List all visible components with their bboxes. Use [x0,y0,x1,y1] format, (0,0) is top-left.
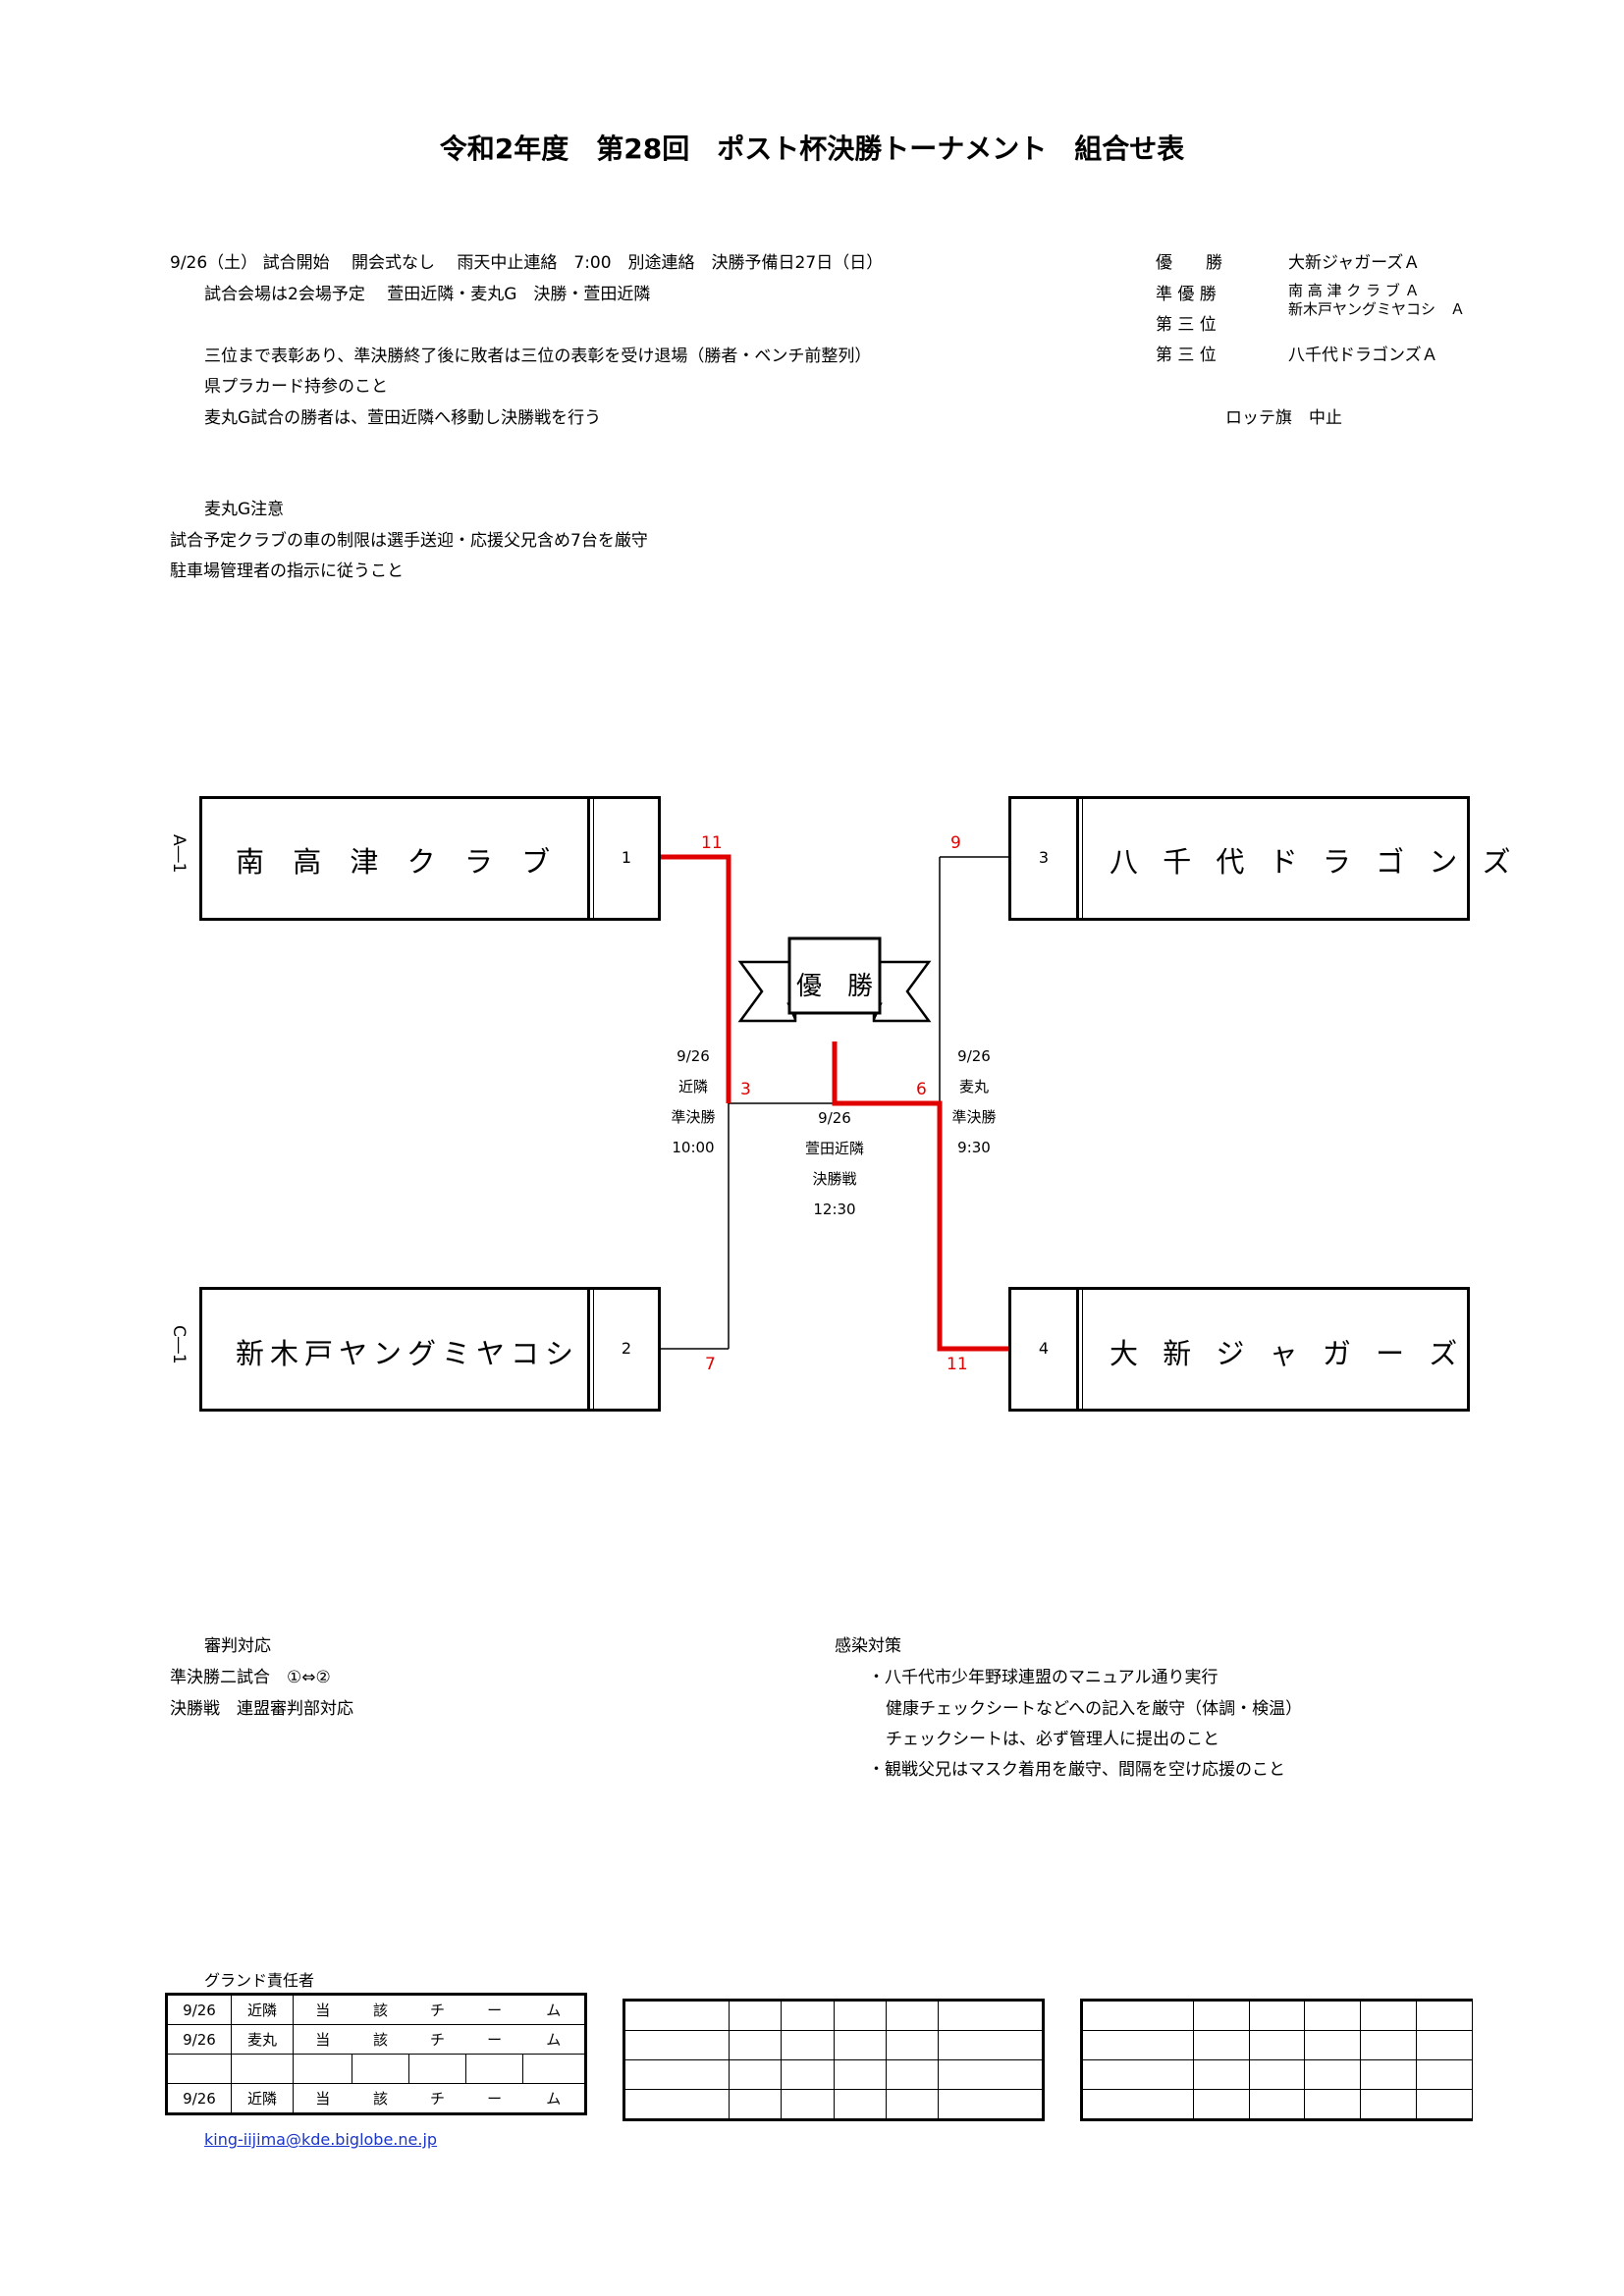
team-box-4 [1008,1287,1470,1412]
seed-1: 1 [621,848,632,867]
seed-3: 3 [1038,848,1050,867]
team-name-4: 大 新 ジ ャ ガ ー ズ [1110,1337,1466,1370]
score-semi-right: 6 [916,1080,927,1099]
contact-email-link[interactable]: king-iijima@kde.biglobe.ne.jp [204,2130,438,2149]
semi-right-round: 準決勝 [951,1108,997,1126]
semi-left-venue: 近隣 [677,1078,708,1095]
result-label-champion: 優 勝 [1156,253,1222,273]
seed-2: 2 [621,1339,632,1358]
champion-label: 優 勝 [795,972,873,1001]
referee-semi: 準決勝二試合 ①⇔② [170,1668,331,1687]
result-label-third-2: 第 三 位 [1156,346,1217,365]
seed-4: 4 [1038,1339,1050,1358]
team-box-1-divider [587,798,590,919]
team-box-1 [199,796,661,921]
semi-left-round: 準決勝 [671,1108,716,1126]
score-team1: 11 [701,833,723,853]
note-move: 麦丸G試合の勝者は、萱田近隣へ移動し決勝戦を行う [204,408,602,428]
page-title: 令和2年度 第28回 ポスト杯決勝トーナメント 組合せ表 [439,133,1185,165]
note-parking: 駐車場管理者の指示に従うこと [170,561,404,581]
referee-final: 決勝戦 連盟審判部対応 [170,1699,353,1719]
final-info: 9/26 萱田近隣 決勝戦 12:30 [785,1103,884,1225]
empty-grid-right [1080,1999,1473,2121]
result-label-runnerup: 準 優 勝 [1156,285,1217,304]
note-schedule: 9/26（土） 試合開始 開会式なし 雨天中止連絡 7:00 別途連絡 決勝予備… [170,253,884,273]
table-row [166,2054,586,2084]
score-team4: 11 [947,1355,968,1374]
score-team3: 9 [950,833,961,853]
bracket-win-left [660,854,731,1103]
team-box-4-divider [1076,1289,1079,1410]
bracket-win-right [832,1041,1008,1352]
team-box-2-divider [587,1289,590,1410]
team-name-2: 新木戸ヤングミヤコシ [236,1337,580,1370]
referee-title: 審判対応 [204,1636,271,1656]
score-team2: 7 [705,1355,716,1374]
side-label-a1: A―1 [169,834,189,874]
note-venues: 試合会場は2会場予定 萱田近隣・麦丸G 決勝・萱田近隣 [204,285,651,304]
team-box-2 [199,1287,661,1412]
result-label-third-1: 第 三 位 [1156,315,1217,335]
semi-right-date: 9/26 [957,1047,991,1065]
final-date: 9/26 [818,1109,851,1127]
lotte-flag-note: ロッテ旗 中止 [1225,408,1342,428]
infection-health-check: 健康チェックシートなどへの記入を厳守（体調・検温） [886,1699,1303,1719]
infection-title: 感染対策 [835,1636,901,1656]
infection-submit-sheet: チェックシートは、必ず管理人に提出のこと [886,1730,1219,1749]
infection-masks: ・観戦父兄はマスク着用を厳守、間隔を空け応援のこと [868,1760,1285,1780]
result-team-third-2: 八千代ドラゴンズＡ [1288,346,1438,365]
final-venue: 萱田近隣 [804,1140,864,1157]
note-placard: 県プラカード持参のこと [204,377,388,397]
result-team-champion: 大新ジャガーズＡ [1288,253,1421,273]
semi-right-info: 9/26 麦丸 準決勝 9:30 [935,1041,1013,1163]
team-box-3 [1008,796,1470,921]
note-awards: 三位まで表彰あり、準決勝終了後に敗者は三位の表彰を受け退場（勝者・ベンチ前整列） [204,347,872,366]
semi-left-info: 9/26 近隣 準決勝 10:00 [654,1041,732,1163]
infection-manual: ・八千代市少年野球連盟のマニュアル通り実行 [868,1668,1218,1687]
team-name-3: 八 千 代 ド ラ ゴ ン ズ [1110,845,1519,879]
ground-title: グランド責任者 [204,1971,315,1990]
ground-table: 9/26 近隣 当 該 チ ー ム 9/26 麦丸 当 該 チ ー ム 9/26… [165,1993,587,2115]
table-row: 9/26 近隣 当 該 チ ー ム [166,1994,586,2025]
result-team-runnerup: 南 高 津 ク ラ ブ Ａ [1288,282,1420,299]
final-time: 12:30 [813,1201,856,1218]
team-name-1: 南 高 津 ク ラ ブ [236,845,561,879]
team-box-3-divider [1076,798,1079,919]
final-round: 決勝戦 [812,1170,857,1188]
score-semi-left: 3 [740,1080,751,1099]
semi-right-time: 9:30 [957,1139,991,1156]
semi-left-date: 9/26 [677,1047,710,1065]
table-row: 9/26 近隣 当 該 チ ー ム [166,2083,586,2114]
side-label-c1: C―1 [169,1325,189,1364]
semi-left-time: 10:00 [672,1139,715,1156]
note-car-limit: 試合予定クラブの車の制限は選手送迎・応援父兄含め7台を厳守 [170,531,648,551]
champion-banner [737,936,932,1023]
semi-right-venue: 麦丸 [958,1078,989,1095]
empty-grid-middle [623,1999,1045,2121]
table-row: 9/26 麦丸 当 該 チ ー ム [166,2024,586,2055]
result-team-third-1: 新木戸ヤングミヤコシ Ａ [1288,300,1466,318]
note-mugimaru-heading: 麦丸G注意 [204,500,285,519]
